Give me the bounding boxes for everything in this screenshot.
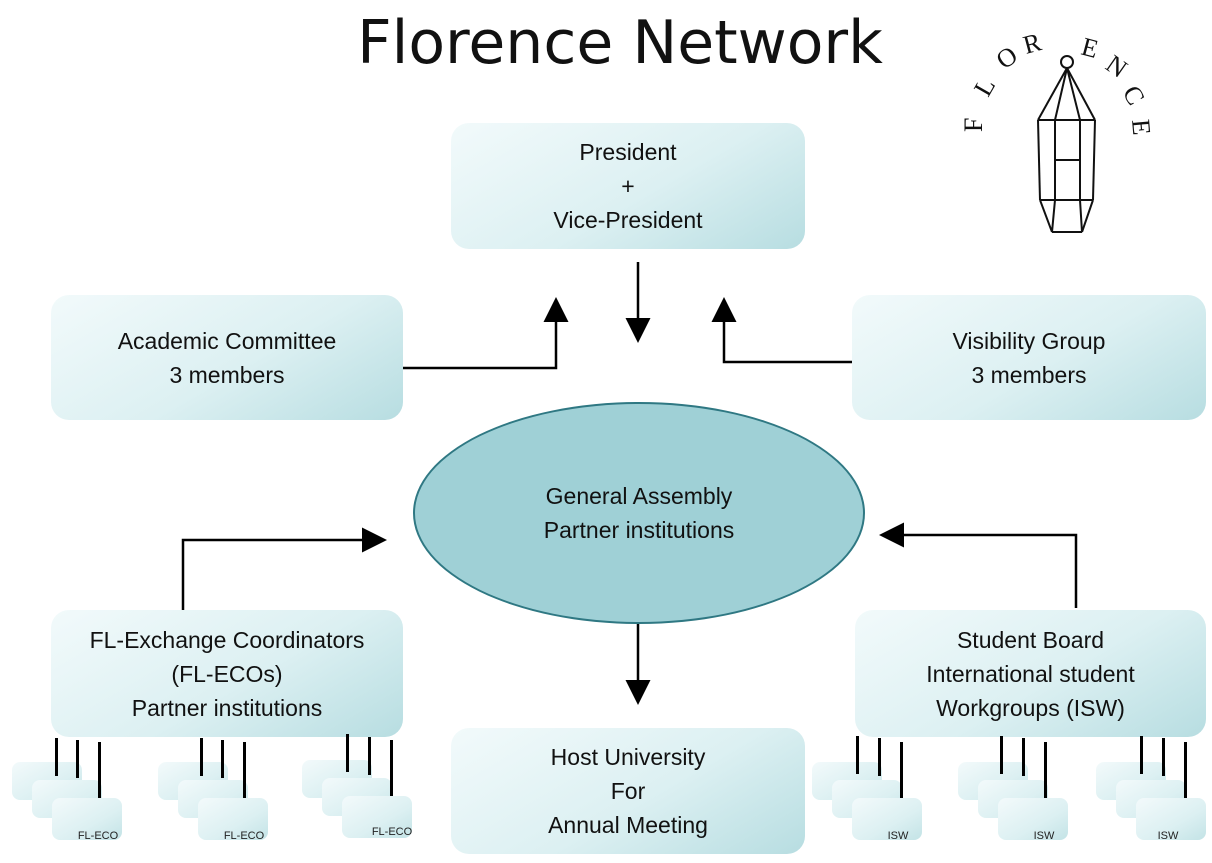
host-line-3: Annual Meeting (548, 812, 708, 838)
isw-label-1: ISW (887, 830, 909, 842)
president-line-3: Vice-President (553, 207, 703, 233)
eco-label-1: FL-ECO (77, 830, 119, 842)
arrow-visibility-to-president (711, 297, 852, 364)
president-line-2: + (621, 173, 635, 199)
florence-logo: F L O R E N C E (960, 27, 1156, 233)
studentboard-line-1: Student Board (956, 626, 1105, 653)
academic-line-1: Academic Committee (117, 327, 337, 354)
svg-text:E: E (1126, 118, 1156, 136)
svg-text:F: F (960, 118, 988, 132)
isw-label-3: ISW (1157, 830, 1179, 842)
ecos-line-3: Partner institutions (131, 694, 323, 721)
president-line-1: President (579, 139, 677, 165)
eco-label-3: FL-ECO (371, 826, 413, 838)
ecos-line-1: FL-Exchange Coordinators (89, 626, 365, 653)
arrow-academic-to-president (403, 297, 569, 370)
studentboard-line-2: International student (926, 660, 1135, 687)
arrow-ecos-to-assembly (181, 527, 387, 610)
ecos-line-2: (FL-ECOs) (171, 660, 283, 687)
arrow-studentboard-to-assembly (879, 522, 1078, 608)
assembly-line-2: Partner institutions (543, 517, 735, 543)
host-line-1: Host University (550, 744, 706, 770)
general-assembly-ellipse: General Assembly Partner institutions (413, 402, 865, 624)
academic-committee-box: Academic Committee 3 members (51, 295, 403, 420)
page-title: Florence Network (357, 8, 883, 78)
fl-eco-box: FL-Exchange Coordinators (FL-ECOs) Partn… (51, 610, 403, 737)
host-line-2: For (610, 778, 646, 804)
svg-text:E: E (1078, 32, 1101, 64)
host-university-box: Host University For Annual Meeting (451, 728, 805, 854)
assembly-line-1: General Assembly (545, 483, 733, 509)
academic-line-2: 3 members (169, 361, 285, 388)
president-box: President + Vice-President (451, 123, 805, 249)
eco-label-2: FL-ECO (223, 830, 265, 842)
studentboard-line-3: Workgroups (ISW) (936, 694, 1125, 721)
visibility-group-box: Visibility Group 3 members (852, 295, 1206, 420)
visibility-line-2: 3 members (971, 361, 1087, 388)
isw-label-2: ISW (1033, 830, 1055, 842)
visibility-line-1: Visibility Group (952, 327, 1106, 354)
student-board-box: Student Board International student Work… (855, 610, 1206, 737)
